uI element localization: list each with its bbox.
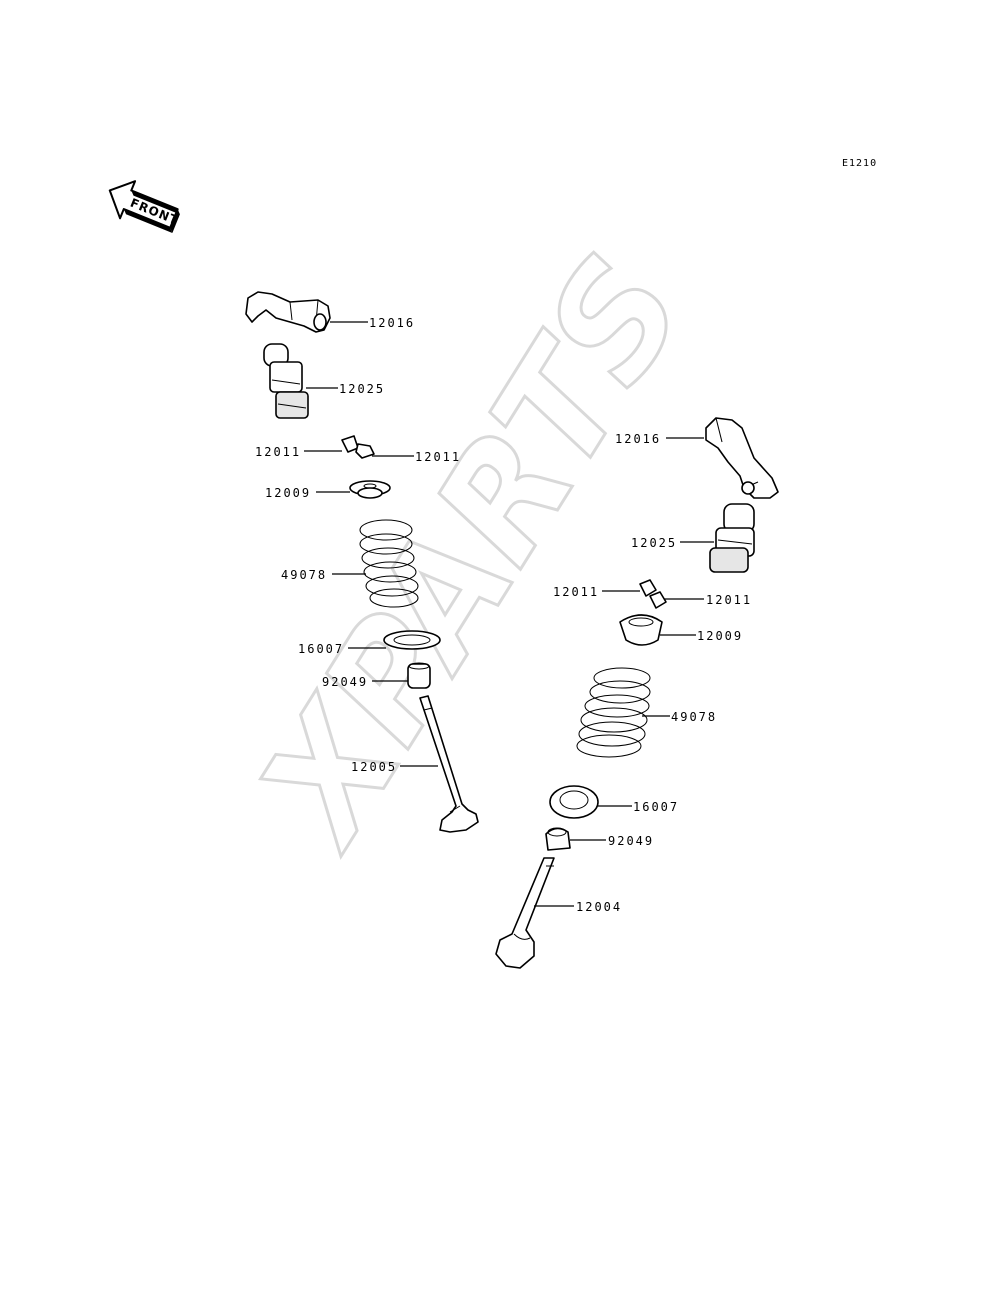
diagram-code: E1210: [842, 158, 877, 169]
callout-12009-left: 12009: [265, 486, 311, 500]
callout-12016-left: 12016: [369, 316, 415, 330]
spring-seat-right: [549, 785, 599, 819]
oil-seal-left: [407, 662, 431, 689]
callout-12025-right: 12025: [631, 536, 677, 550]
callout-49078-left: 49078: [281, 568, 327, 582]
valve-cotter-right: [639, 579, 667, 609]
intake-valve-right: [495, 857, 555, 969]
valve-spring-left: [359, 519, 419, 608]
callout-12011-left-b: 12011: [415, 450, 461, 464]
valve-cotter-left: [341, 435, 375, 459]
watermark: XPARTS: [222, 227, 720, 878]
callout-12011-right-b: 12011: [706, 593, 752, 607]
rocker-arm-left: [245, 291, 331, 333]
oil-seal-right: [545, 827, 571, 851]
spring-seat-left: [383, 630, 441, 650]
callout-12004: 12004: [576, 900, 622, 914]
valve-spring-right: [576, 667, 651, 758]
callout-92049-right: 92049: [608, 834, 654, 848]
callout-16007-left: 16007: [298, 642, 344, 656]
callout-12025-left: 12025: [339, 382, 385, 396]
callout-12016-right: 12016: [615, 432, 661, 446]
callout-92049-left: 92049: [322, 675, 368, 689]
exhaust-valve-left: [419, 695, 479, 833]
callout-49078-right: 49078: [671, 710, 717, 724]
svg-text:XPARTS: XPARTS: [224, 228, 719, 876]
callout-16007-right: 16007: [633, 800, 679, 814]
callout-12009-right: 12009: [697, 629, 743, 643]
spring-retainer-right: [619, 614, 663, 646]
lash-adjuster-left: [263, 343, 309, 419]
spring-retainer-left: [349, 480, 391, 499]
lash-adjuster-right: [709, 503, 755, 573]
callout-12005: 12005: [351, 760, 397, 774]
callout-12011-left-a: 12011: [255, 445, 301, 459]
rocker-arm-right: [705, 417, 779, 499]
front-arrow-icon: FRONT: [108, 180, 181, 233]
callout-12011-right-a: 12011: [553, 585, 599, 599]
